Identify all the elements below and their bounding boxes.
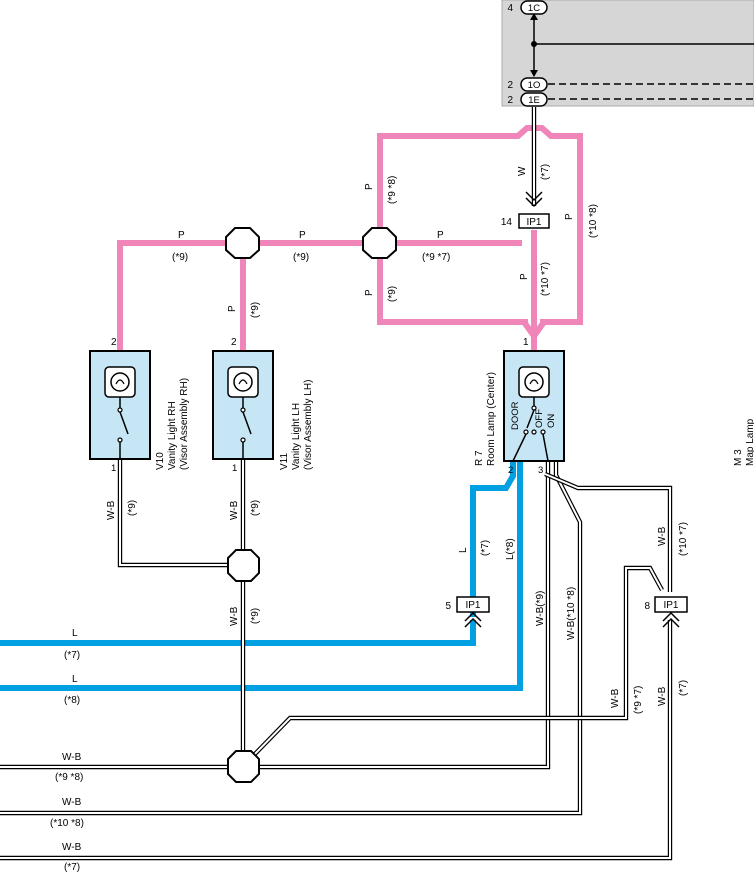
wb-r7-9: W-B(*9) [535,591,546,626]
bottom-wb98: W-B [62,752,82,763]
wb-joint: W-B [229,606,240,626]
v10-pin-bottom: 1 [111,463,116,474]
w-wire [525,107,543,208]
connector-1e-label: 1E [528,95,540,106]
room-lamp-center: DOOR OFF ON 1 2 3 R 7 Room Lamp (Center) [474,337,565,476]
v11-code: V11 [279,453,290,470]
pin-2b-label: 2 [507,95,513,106]
pin-4-label: 4 [507,3,513,14]
connector-1c-label: 1C [528,3,540,14]
p-v11: P [227,305,238,312]
junctions [225,227,397,783]
p-right-h-note: (*9 *7) [422,252,450,263]
v10-name: Vanity Light RH [167,401,178,470]
bottom-l8: L [72,674,78,685]
connector-1e [520,92,548,107]
v10-pin-top: 2 [111,337,117,348]
l-r7: L [458,547,469,553]
connector-1o [520,77,548,92]
bottom-wb108-note: (*10 *8) [50,818,84,829]
bottom-l7-note: (*7) [64,650,80,661]
vanity-light-lh: 2 1 V11 Vanity Light LH (Visor Assembly … [212,337,314,474]
l-r7-b: L(*8) [505,538,516,560]
v10-code: V10 [155,452,166,470]
p-up-v: P [364,183,375,190]
p-up-v-note: (*9 *8) [387,176,398,204]
wb-v11: W-B [229,500,240,520]
v11-pin-top: 2 [231,337,237,348]
connector-1o-label: 1O [528,80,541,91]
wb-v10: W-B [106,500,117,520]
junction-wb-lower [227,750,260,783]
w-top-note: (*7) [540,164,551,180]
bottom-l8-note: (*8) [64,695,80,706]
wb-v10-note: (*9) [127,500,138,516]
bottom-l7: L [72,628,78,639]
ip1-14-label: IP1 [526,217,541,228]
wb-joint-note: (*9) [250,608,261,624]
m3-name: Map Lamp [745,418,754,466]
v11-sub: (Visor Assembly LH) [303,380,314,470]
p-mid-h: P [299,230,306,241]
w-top: W [517,166,528,176]
wb-ip1-bot-note: (*7) [678,680,689,696]
bottom-wb7: W-B [62,842,82,853]
wb-r7-10: W-B(*10 *8) [566,587,577,640]
upper-connector-block: 1C 4 1O 2 1E 2 [501,0,754,107]
v10-sub: (Visor Assembly RH) [179,378,190,470]
ip1-8-pin: 8 [644,601,650,612]
bottom-wb98-note: (*9 *8) [55,772,83,783]
r7-off-label: OFF [534,409,545,428]
vanity-light-rh: 2 1 V10 Vanity Light RH (Visor Assembly … [89,337,190,474]
p-ip1-v: P [519,273,530,280]
blue-wires [0,462,523,691]
v11-name: Vanity Light LH [291,403,302,470]
pin-2a-label: 2 [507,80,513,91]
v11-pin-bottom: 1 [232,463,237,474]
p-v11-note: (*9) [250,302,261,318]
m3-code: M 3 [733,449,744,466]
p-left-h: P [178,230,185,241]
junction-top-mid [362,227,397,259]
l-r7-note: (*7) [480,540,491,556]
wb-v11-note: (*9) [250,500,261,516]
wb-ip1-left: W-B [610,688,621,708]
connector-1c [520,0,548,15]
r7-pin-top: 1 [523,337,529,348]
r7-name: Room Lamp (Center) [486,372,497,466]
wb-ip1-top: W-B [657,526,668,546]
ip1-8-label: IP1 [663,600,678,611]
pink-wires [117,125,583,351]
p-mid-h-note: (*9) [293,252,309,263]
wb-ip1-left-note: (*9 *7) [633,686,644,714]
p-down-v: P [364,289,375,296]
p-down-v-note: (*9) [387,286,398,302]
connector-ip1-14: IP1 14 [501,213,550,229]
p-right-h: P [437,230,444,241]
connector-ip1-5: IP1 5 [445,596,490,628]
bottom-wb108: W-B [62,797,82,808]
wb-ip1-bot: W-B [657,686,668,706]
r7-door-label: DOOR [510,401,521,430]
r7-on-label: ON [546,414,557,428]
wb-ip1-top-note: (*10 *7) [678,522,689,556]
r7-pin-3: 3 [538,465,543,476]
map-lamp-label: M 3 Map Lamp [733,418,754,466]
bottom-wb7-note: (*7) [64,862,80,872]
ip1-5-label: IP1 [465,600,480,611]
connector-ip1-8: IP1 8 [644,596,688,628]
p-right-v: P [564,213,575,220]
r7-code: R 7 [474,450,485,466]
p-left-h-note: (*9) [172,252,188,263]
p-right-v-note: (*10 *8) [588,204,599,238]
wb-wires [0,460,673,861]
junction-top-left [225,227,260,259]
wire-labels: W (*7) P (*9) P (*9) P (*9 *7) P (*9) P … [50,164,689,872]
r7-pin-2: 2 [508,465,513,476]
p-ip1-v-note: (*10 *7) [540,262,551,296]
ip1-5-pin: 5 [445,601,451,612]
junction-wb-upper [227,549,260,582]
ip1-14-pin: 14 [501,217,513,228]
